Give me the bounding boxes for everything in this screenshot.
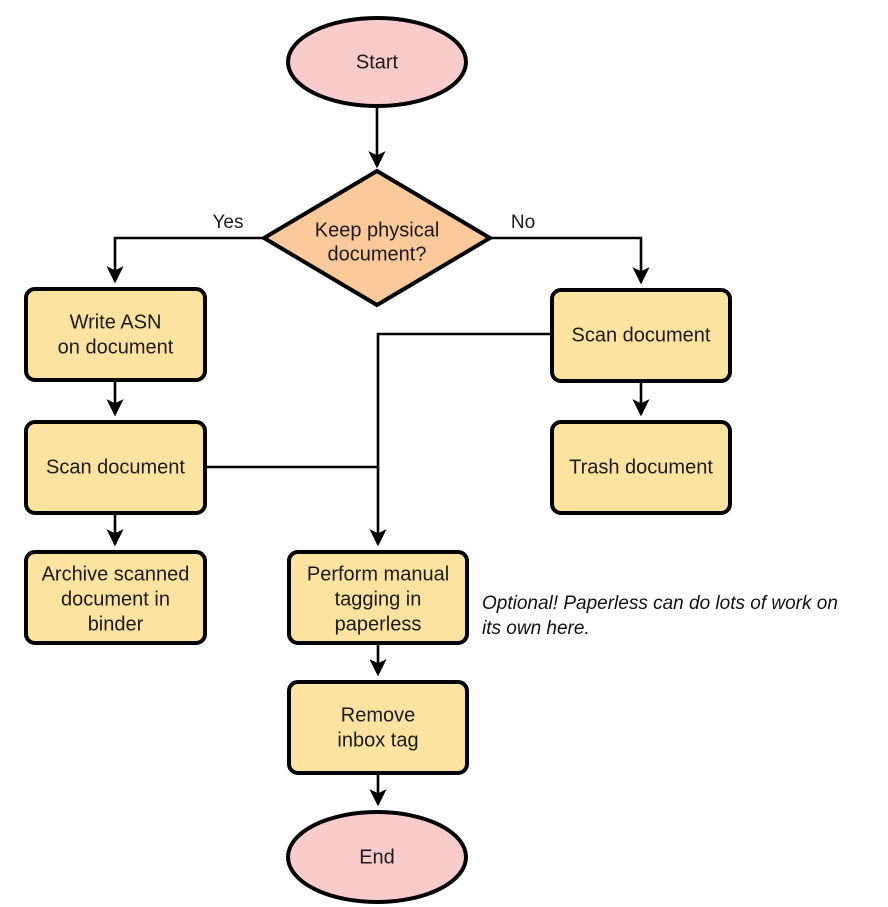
scan-document-right-box-shape — [550, 288, 732, 383]
optional-note-line-1: Optional! Paperless can do lots of work … — [482, 593, 838, 614]
node-end[interactable]: End — [286, 810, 468, 904]
node-trash-document[interactable]: Trash document — [550, 420, 732, 515]
remove-inbox-tag-box-shape — [287, 680, 469, 775]
trash-document-label: Trash document — [569, 456, 713, 478]
scan-document-left-label: Scan document — [46, 456, 185, 478]
edge-scan-right-to-manual-tagging — [369, 332, 552, 547]
edge-decision-no-to-scan-right — [490, 236, 650, 285]
archive-binder-label-line-3: binder — [88, 613, 144, 635]
edge-label-no: No — [511, 212, 535, 233]
remove-inbox-tag-label-line-1: Remove — [341, 704, 415, 726]
start-label: Start — [356, 51, 399, 73]
end-ellipse-shape — [286, 810, 468, 904]
archive-binder-label-line-1: Archive scanned — [42, 563, 190, 585]
start-ellipse-shape — [286, 16, 468, 108]
end-label: End — [359, 846, 395, 868]
node-manual-tagging[interactable]: Perform manual tagging in paperless — [287, 550, 469, 645]
manual-tagging-label-line-1: Perform manual — [307, 563, 449, 585]
archive-binder-box-shape — [24, 550, 207, 645]
node-start[interactable]: Start — [286, 16, 468, 108]
optional-note-line-2: its own here. — [482, 618, 590, 639]
archive-binder-label-line-2: document in — [61, 588, 170, 610]
node-archive-in-binder[interactable]: Archive scanned document in binder — [24, 550, 207, 645]
annotation-optional-note: Optional! Paperless can do lots of work … — [482, 593, 838, 639]
trash-document-box-shape — [550, 420, 732, 515]
scan-document-left-box-shape — [24, 420, 207, 515]
scan-document-right-label: Scan document — [572, 324, 711, 346]
decision-label-line-1: Keep physical — [315, 219, 440, 241]
write-asn-label-line-2: on document — [58, 336, 174, 358]
write-asn-box-shape — [24, 287, 207, 382]
manual-tagging-label-line-2: tagging in — [335, 588, 422, 610]
node-keep-physical-document[interactable]: Keep physical document? — [260, 168, 494, 308]
edge-decision-yes-to-write-asn — [106, 236, 264, 284]
manual-tagging-box-shape — [287, 550, 469, 645]
node-remove-inbox-tag[interactable]: Remove inbox tag — [287, 680, 469, 775]
edge-label-yes: Yes — [213, 212, 244, 233]
decision-label-line-2: document? — [328, 243, 427, 265]
remove-inbox-tag-label-line-2: inbox tag — [337, 729, 418, 751]
manual-tagging-label-line-3: paperless — [335, 613, 422, 635]
node-write-asn[interactable]: Write ASN on document — [24, 287, 207, 382]
node-scan-document-left[interactable]: Scan document — [24, 420, 207, 515]
write-asn-label-line-1: Write ASN — [70, 311, 162, 333]
decision-diamond-shape — [260, 168, 494, 308]
node-scan-document-right[interactable]: Scan document — [550, 288, 732, 383]
